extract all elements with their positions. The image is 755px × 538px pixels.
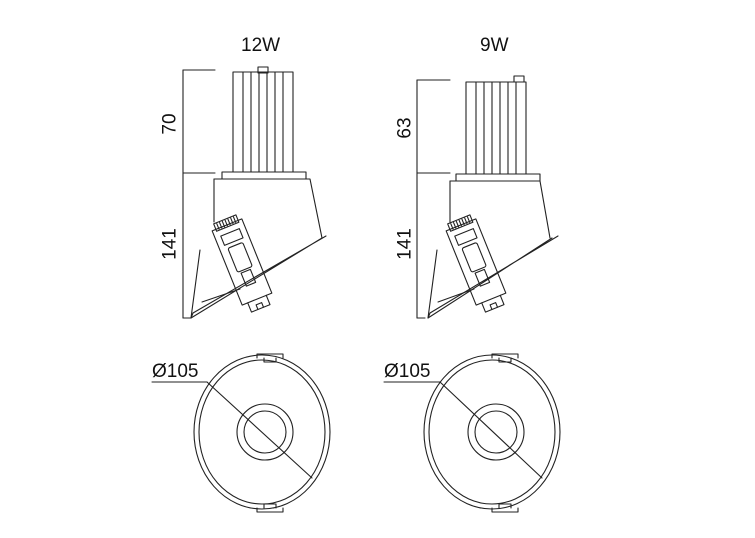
- height-top-9w: 63: [394, 117, 416, 139]
- front-view-12w: [152, 354, 330, 512]
- diameter-label-12w: Ø105: [152, 361, 199, 382]
- side-view-12w: [183, 67, 326, 318]
- height-bottom-12w: 141: [159, 228, 181, 260]
- height-top-12w: 70: [159, 113, 181, 135]
- height-bottom-9w: 141: [394, 228, 416, 260]
- power-label-9w: 9W: [480, 35, 509, 56]
- diameter-label-9w: Ø105: [384, 361, 431, 382]
- front-view-9w: [384, 354, 560, 512]
- housing-12w: [191, 179, 326, 318]
- dimension-lines-12w: [183, 70, 215, 318]
- heat-sink-9w: [456, 76, 540, 181]
- heat-sink-12w: [222, 67, 306, 179]
- light-module-12w: [210, 213, 276, 314]
- housing-9w: [428, 181, 558, 318]
- power-label-12w: 12W: [241, 35, 281, 56]
- side-view-9w: [417, 76, 558, 318]
- light-module-9w: [444, 213, 510, 314]
- dimension-lines-9w: [417, 80, 450, 318]
